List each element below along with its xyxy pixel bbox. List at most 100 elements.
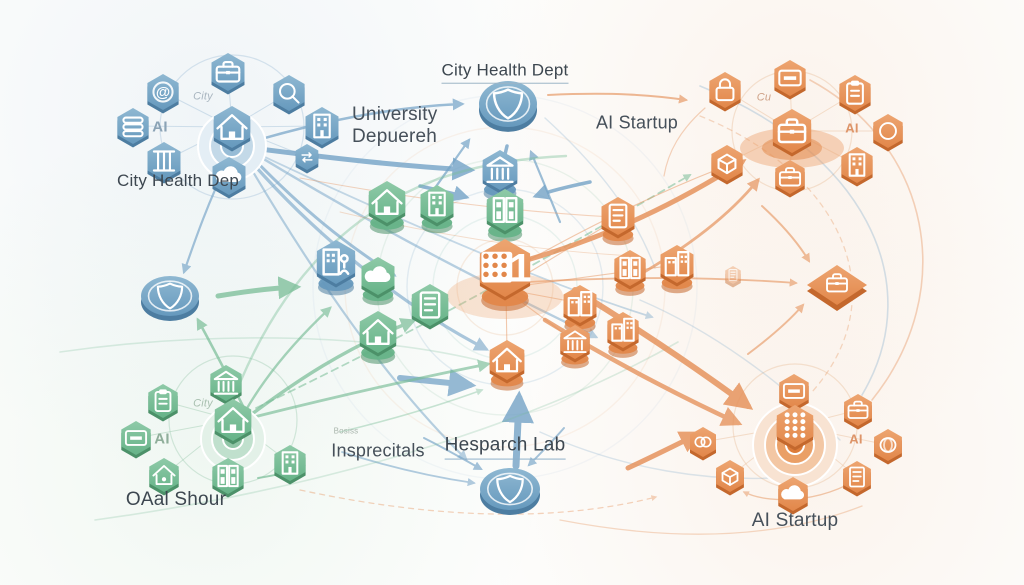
edge-arrow-green <box>339 388 484 433</box>
hex-node-homeplus <box>149 458 179 496</box>
edge-arrow-blue <box>544 117 656 269</box>
edge-arrow-orange <box>699 115 853 393</box>
edge-arrow-orange <box>299 177 613 218</box>
doc-icon <box>419 291 441 319</box>
cluster-oaal-shour <box>121 365 306 498</box>
hex-face <box>486 189 524 231</box>
hex-node-grid1: 1 <box>479 239 531 312</box>
house-icon <box>362 319 394 345</box>
edge-arrow-blue <box>501 390 534 470</box>
hex-node-briefcase <box>211 53 245 95</box>
hex-face <box>368 181 406 223</box>
bank-icon <box>486 156 514 183</box>
shield-left <box>141 276 199 321</box>
hex-node-griddots <box>776 405 814 451</box>
hex-face <box>489 340 525 380</box>
edge-arrow-blue <box>539 431 801 480</box>
diamond-face <box>807 265 867 305</box>
doc-icon <box>849 466 865 488</box>
hex-face <box>874 429 902 461</box>
hex-node-box <box>711 145 743 185</box>
hex-node-search <box>273 75 305 115</box>
hex-node-card <box>774 60 806 100</box>
card-icon <box>782 383 806 399</box>
clipboard-icon <box>154 389 172 413</box>
doc-icon <box>608 203 628 229</box>
hex-node-doc <box>843 461 871 497</box>
briefcase-icon <box>847 400 869 419</box>
house-icon <box>492 347 522 373</box>
hex-node-buildingperson <box>316 240 356 296</box>
hex-node-doc <box>411 284 449 330</box>
hex-node-windows <box>614 250 646 296</box>
edge-arrow-blue <box>249 145 476 181</box>
hex-node-circle <box>873 114 903 152</box>
shield-disc <box>479 81 537 127</box>
search-icon <box>278 82 300 104</box>
hex-face <box>295 144 319 170</box>
transfer-icon <box>301 152 313 163</box>
shield-disc <box>480 468 540 510</box>
shield-icon <box>492 88 524 120</box>
doc-icon <box>728 269 738 281</box>
building-icon <box>313 113 331 139</box>
card-icon <box>778 69 802 87</box>
buildings-icon <box>567 291 593 317</box>
hex-node-building <box>274 445 306 485</box>
edge-arrow-orange <box>809 79 924 401</box>
bank-icon <box>563 330 587 354</box>
buildings-icon <box>664 251 690 277</box>
grid1-icon: 1 <box>481 247 531 291</box>
hex-node-cloud <box>778 477 808 515</box>
hex-node-house <box>359 311 397 364</box>
hex-face <box>607 312 639 348</box>
hex-node-house <box>368 181 406 234</box>
briefcase-icon <box>215 60 241 83</box>
at-icon: @ <box>152 81 174 103</box>
diamond-briefcase <box>807 265 867 311</box>
hex-face <box>213 106 251 148</box>
shield-icon <box>156 282 184 310</box>
edge-arrow-orange <box>625 431 703 471</box>
layers-icon <box>122 116 144 138</box>
shield-city-health-dept <box>479 81 537 132</box>
hex-node-cloud <box>212 157 246 199</box>
edge-arrow-blue <box>423 437 483 471</box>
bank-icon <box>213 370 239 395</box>
windows-icon <box>492 197 518 223</box>
hex-node-briefcase <box>772 109 812 157</box>
coin-icon <box>879 437 897 453</box>
edge-arrow-orange <box>559 505 863 535</box>
buildings-icon <box>611 317 635 342</box>
edge-arrow-blue <box>529 149 562 224</box>
house-icon <box>217 407 249 433</box>
griddots-icon <box>784 412 806 438</box>
shield-disc-ring <box>485 86 531 122</box>
cloud-icon <box>364 266 391 282</box>
hex-face <box>660 245 694 283</box>
hex-node-house <box>213 106 251 152</box>
briefcase-icon <box>826 273 848 293</box>
edge-arrow-blue <box>527 427 565 467</box>
hex-node-house <box>489 340 525 391</box>
edge-arrow-orange <box>547 92 689 104</box>
building-icon <box>281 451 299 475</box>
hex-face <box>214 399 252 441</box>
homeplus-icon <box>152 465 176 485</box>
hex-node-box <box>716 460 744 496</box>
edge-arrow-orange <box>299 489 658 515</box>
hex-node-clipboard <box>148 384 178 422</box>
hex-node-clipboard <box>839 75 871 115</box>
hex-node-coin <box>874 429 902 465</box>
hex-node-buildings <box>607 312 639 358</box>
hex-face <box>873 114 903 148</box>
box-icon <box>721 467 739 486</box>
briefcase-icon <box>778 167 802 187</box>
edge-arrow-orange <box>747 303 805 355</box>
hex-face <box>725 266 741 284</box>
briefcase-icon <box>777 118 807 144</box>
shield-icon <box>496 474 524 504</box>
clipboard-icon <box>846 80 864 105</box>
hex-face <box>690 427 716 457</box>
